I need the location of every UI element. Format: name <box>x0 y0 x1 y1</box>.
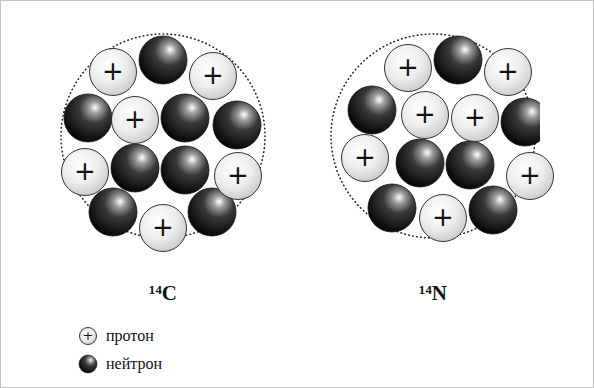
proton-ball: + <box>451 94 499 142</box>
proton-ball: + <box>341 134 389 182</box>
charge-sign: + <box>519 162 541 188</box>
charge-sign: + <box>124 106 146 132</box>
proton-ball: + <box>89 48 137 96</box>
neutron-symbol <box>78 354 98 374</box>
legend-text: нейтрон <box>106 355 162 373</box>
proton-ball: + <box>419 194 467 242</box>
proton-symbol: + <box>79 327 97 345</box>
neutron-ball <box>161 146 209 194</box>
neutron-ball <box>368 184 416 232</box>
neutron-ball <box>396 139 444 187</box>
dotted-boundary <box>331 34 535 238</box>
proton-ball: + <box>401 91 449 139</box>
charge-sign: + <box>102 58 124 84</box>
neutron-ball <box>213 101 261 149</box>
neutron-ball <box>434 36 482 84</box>
neutron-ball <box>161 94 209 142</box>
charge-sign: + <box>227 162 249 188</box>
neutron-ball <box>501 98 540 146</box>
neutron-ball <box>111 144 159 192</box>
neutron-ball <box>89 188 137 236</box>
nucleus: ¹⁴C++++++ <box>56 29 270 323</box>
neutron-ball <box>348 86 396 134</box>
charge-sign: + <box>497 58 519 84</box>
neutron-ball <box>79 355 97 373</box>
proton-ball: + <box>139 204 187 252</box>
charge-sign: + <box>464 104 486 130</box>
charge-sign: + <box>74 158 96 184</box>
charge-sign: + <box>432 204 454 230</box>
legend-row: + протон <box>78 322 162 350</box>
legend-sample: + <box>78 326 98 346</box>
isotope-label: ¹⁴N <box>326 281 540 306</box>
charge-sign: + <box>83 329 94 342</box>
charge-sign: + <box>152 214 174 240</box>
charge-sign: + <box>414 101 436 127</box>
legend-row: нейтрон <box>78 350 162 378</box>
nucleus: ¹⁴N + + + + + + + <box>326 29 540 323</box>
neutron-ball <box>469 186 517 234</box>
legend: + протон нейтрон <box>78 322 162 378</box>
proton-ball: + <box>384 44 432 92</box>
isotope-label: ¹⁴C <box>56 281 270 306</box>
charge-sign: + <box>397 54 419 80</box>
neutron-ball <box>446 141 494 189</box>
proton-ball: + <box>61 148 109 196</box>
charge-sign: + <box>354 144 376 170</box>
proton-ball: + <box>484 48 532 96</box>
proton-ball: + <box>214 152 262 200</box>
legend-text: протон <box>106 327 154 345</box>
charge-sign: + <box>202 62 224 88</box>
proton-ball: + <box>189 52 237 100</box>
proton-ball: + <box>506 152 554 200</box>
legend-sample <box>78 354 98 374</box>
proton-ball: + <box>111 96 159 144</box>
neutron-ball <box>64 94 112 142</box>
neutron-ball <box>139 36 187 84</box>
